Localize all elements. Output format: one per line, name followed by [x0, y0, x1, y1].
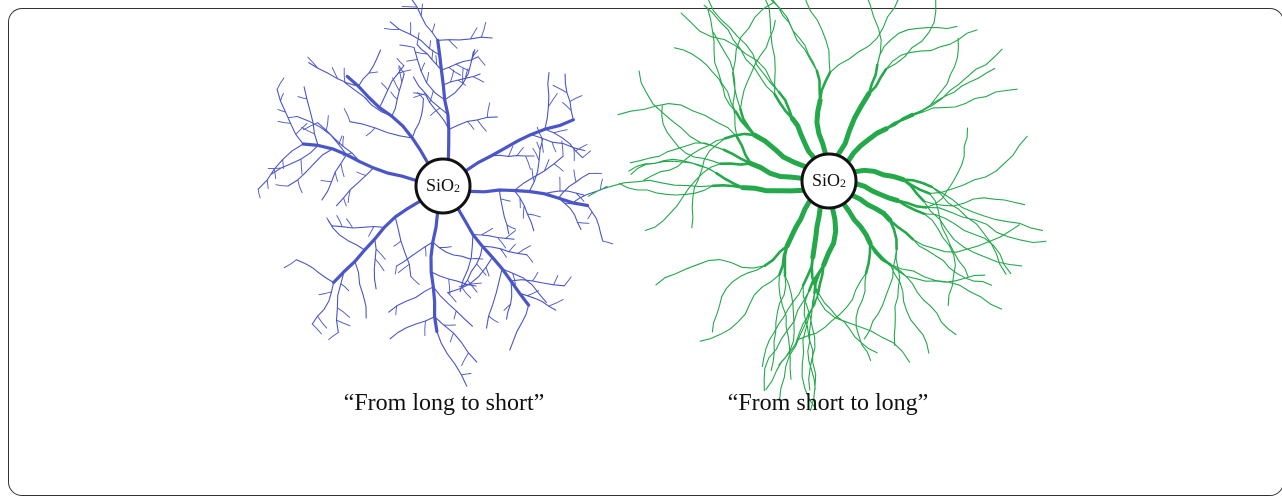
long-thin-chain: [736, 0, 817, 71]
thick-arm: [848, 129, 886, 162]
medium-branch: [886, 114, 912, 129]
caption-short-to-long: “From short to long”: [668, 390, 988, 417]
thick-arm: [852, 195, 890, 220]
long-thin-chain: [913, 89, 1017, 115]
thick-arm: [844, 204, 871, 244]
long-thin-chain: [708, 9, 736, 111]
long-thin-chain: [886, 0, 936, 69]
long-thin-chain: [815, 287, 877, 353]
long-thin-chain: [768, 0, 817, 71]
medium-branch: [866, 243, 870, 273]
thick-arm: [755, 135, 807, 167]
medium-branch: [869, 69, 886, 93]
long-thin-chain: [675, 48, 736, 112]
medium-branch: [820, 72, 830, 100]
medium-branch: [785, 246, 787, 276]
thick-arm: [824, 208, 836, 265]
long-thin-chain: [644, 138, 725, 180]
thick-arm: [787, 200, 810, 246]
thick-arm: [813, 207, 821, 258]
long-thin-chain: [891, 265, 1002, 310]
long-thin-chain: [894, 249, 900, 345]
long-thin-chain: [803, 0, 831, 72]
long-thin-chain: [891, 265, 929, 353]
long-thin-chain: [619, 184, 713, 196]
thick-arm: [743, 188, 804, 191]
long-thin-chain: [932, 187, 1043, 231]
long-thin-chain: [924, 214, 1011, 274]
long-thin-chain: [639, 71, 724, 150]
long-thin-chain: [681, 13, 779, 92]
long-thin-chain: [771, 276, 786, 371]
medium-branch: [870, 243, 890, 265]
long-thin-chain: [886, 30, 977, 69]
long-thin-chain: [740, 20, 775, 109]
long-thin-chain: [709, 0, 779, 92]
medium-branch: [725, 134, 754, 139]
long-thin-chain: [924, 198, 1025, 206]
thick-arm: [792, 119, 814, 159]
long-thin-chain: [714, 33, 737, 137]
medium-branch: [721, 163, 751, 164]
long-thin-chain: [924, 214, 955, 306]
core-label-right: SiO2: [799, 171, 859, 189]
long-thin-chain: [830, 0, 901, 72]
thick-arm: [751, 163, 803, 178]
long-thin-chain: [618, 104, 737, 137]
thick-arm: [854, 170, 903, 179]
long-thin-chain: [930, 136, 1028, 193]
thick-arm: [817, 101, 826, 155]
long-thin-chain: [858, 0, 882, 65]
